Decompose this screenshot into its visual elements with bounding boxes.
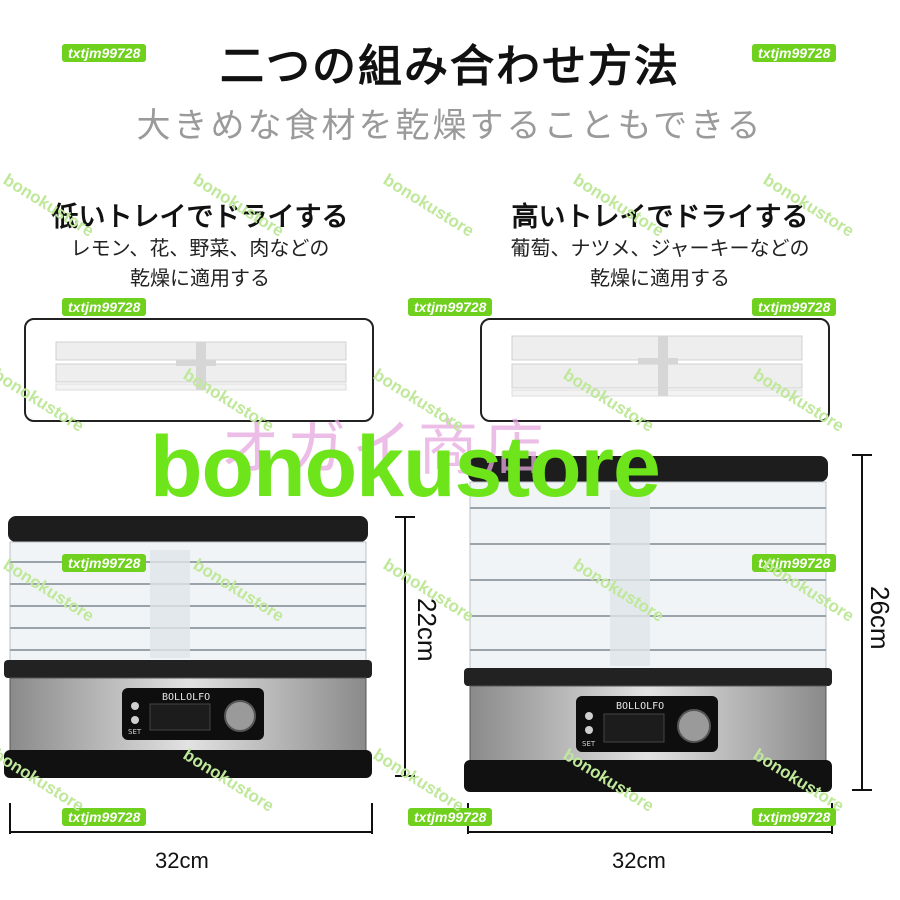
left-width-label: 32cm bbox=[155, 848, 209, 873]
left-device-brand: BOLLOLFO bbox=[162, 692, 210, 703]
left-panel-title: 低いトレイでドライする bbox=[51, 202, 349, 233]
page-title: 二つの組み合わせ方法 bbox=[220, 41, 680, 92]
id-watermark: txtjm99728 bbox=[752, 298, 837, 316]
low-tray-icon bbox=[55, 341, 347, 391]
high-tray-icon bbox=[511, 335, 803, 397]
low-tray-illustration bbox=[24, 318, 374, 422]
right-panel-desc-2: 乾燥に適用する bbox=[590, 266, 730, 290]
id-watermark: txtjm99728 bbox=[62, 554, 147, 572]
id-watermark: txtjm99728 bbox=[62, 808, 147, 826]
right-device-brand: BOLLOLFO bbox=[616, 701, 664, 712]
right-height-label: 26cm bbox=[865, 586, 895, 650]
id-watermark: txtjm99728 bbox=[62, 298, 147, 316]
id-watermark: txtjm99728 bbox=[752, 44, 837, 62]
high-tray-dehydrator: BOLLOLFO SET bbox=[464, 456, 832, 792]
id-watermark: txtjm99728 bbox=[408, 298, 493, 316]
high-tray-illustration bbox=[480, 318, 830, 422]
shop-watermark: オガイ商店 bbox=[220, 414, 550, 484]
brand-watermark: bonokustore bbox=[150, 419, 661, 515]
right-width-label: 32cm bbox=[612, 848, 666, 873]
right-panel-desc-1: 葡萄、ナツメ、ジャーキーなどの bbox=[510, 236, 810, 260]
left-set-label: SET bbox=[128, 728, 142, 736]
id-watermark: txtjm99728 bbox=[752, 554, 837, 572]
right-panel-title: 高いトレイでドライする bbox=[511, 202, 809, 233]
right-set-label: SET bbox=[582, 740, 596, 748]
id-watermark: txtjm99728 bbox=[62, 44, 147, 62]
id-watermark: txtjm99728 bbox=[408, 808, 493, 826]
left-panel-desc-2: 乾燥に適用する bbox=[130, 266, 270, 290]
id-watermark: txtjm99728 bbox=[752, 808, 837, 826]
left-panel-desc-1: レモン、花、野菜、肉などの bbox=[70, 236, 330, 260]
page-subtitle: 大きめな食材を乾燥することもできる bbox=[136, 106, 764, 146]
